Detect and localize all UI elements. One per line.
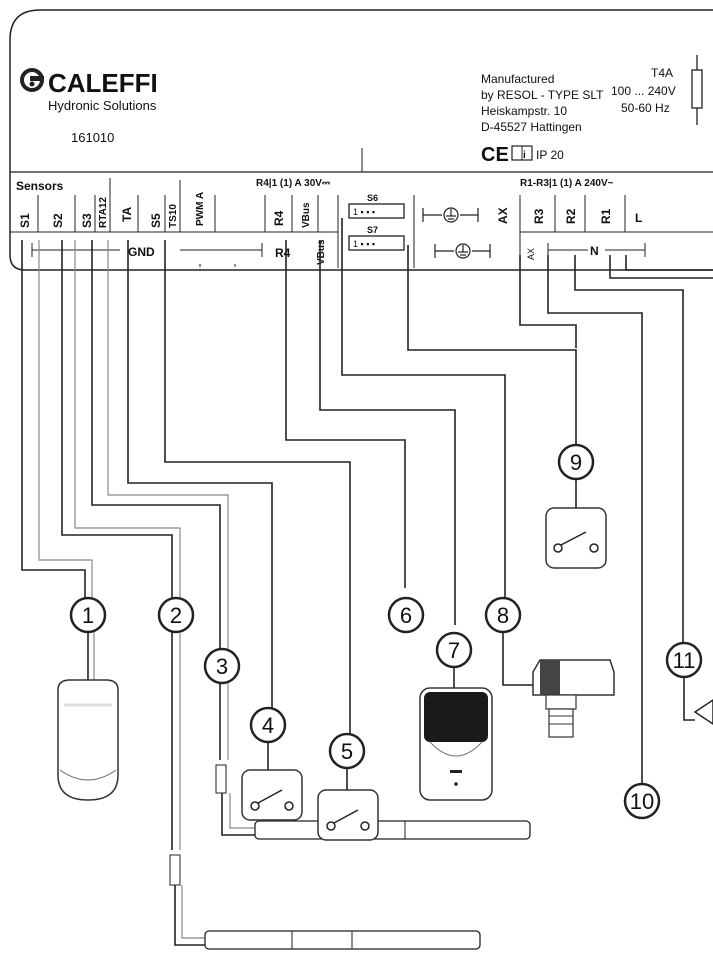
terminal-vbus-lower: VBus xyxy=(316,239,327,265)
fuse-symbol-icon xyxy=(691,55,703,125)
callout-4-label: 4 xyxy=(262,713,274,738)
terminal-pwma: PWM A xyxy=(195,192,206,226)
switch-9-icon xyxy=(545,507,607,569)
manufacturer-line-2: by RESOL - TYPE SLT xyxy=(481,88,604,102)
ce-mark: CE xyxy=(481,144,509,166)
terminal-ax: AX xyxy=(496,207,510,224)
callout-7: 7 xyxy=(435,631,473,669)
manufacturer-line-4: D-45527 Hattingen xyxy=(481,120,582,134)
callout-3: 3 xyxy=(203,647,241,685)
s7-connector xyxy=(348,235,405,251)
terminal-r4-lower: R4 xyxy=(275,246,291,260)
callout-5-label: 5 xyxy=(341,739,353,764)
manufacturer-line-3: Heiskampstr. 10 xyxy=(481,104,567,118)
callout-10-label: 10 xyxy=(630,789,654,814)
switch-5-icon xyxy=(317,789,379,841)
caleffi-logo-icon xyxy=(20,68,44,92)
callout-2-label: 2 xyxy=(170,603,182,628)
s6-connector-pins: 1 ▪ ▪ ▪ xyxy=(353,207,375,217)
controller-housing xyxy=(9,9,713,271)
remote-display-icon xyxy=(419,687,493,801)
callout-5: 5 xyxy=(328,732,366,770)
earth-symbol-top-icon xyxy=(422,207,479,223)
terminal-ax-lower: AX xyxy=(526,248,536,260)
r1r3-rating-header: R1-R3|1 (1) A 240V~ xyxy=(520,178,614,189)
callout-1-label: 1 xyxy=(82,603,94,628)
callout-7-label: 7 xyxy=(448,638,460,663)
terminal-rta12: RTA12 xyxy=(98,197,109,228)
ip-rating: IP 20 xyxy=(536,148,564,162)
fuse-frequency: 50-60 Hz xyxy=(621,101,670,115)
callout-8-label: 8 xyxy=(497,603,509,628)
neutral-label: N xyxy=(590,244,599,258)
sensors-header: Sensors xyxy=(16,179,64,193)
callout-2: 2 xyxy=(157,596,195,634)
callout-9-label: 9 xyxy=(570,450,582,475)
callout-6-label: 6 xyxy=(400,603,412,628)
callout-4: 4 xyxy=(249,706,287,744)
neutral-bus-bar xyxy=(547,243,646,257)
pump-symbol-icon xyxy=(693,699,713,725)
room-sensor-icon xyxy=(57,679,119,801)
s7-connector-pins: 1 ▪ ▪ ▪ xyxy=(353,239,375,249)
brand-name: CALEFFI xyxy=(48,68,158,98)
fuse-voltage: 100 ... 240V xyxy=(611,84,676,98)
sensor-bus-bar xyxy=(31,243,263,267)
switch-4-icon xyxy=(241,769,303,821)
terminal-ts10: TS10 xyxy=(168,204,179,228)
gnd-label: GND xyxy=(128,245,155,259)
terminal-l: L xyxy=(635,211,642,225)
terminal-s3: S3 xyxy=(80,213,94,228)
callout-1: 1 xyxy=(69,596,107,634)
manufacturer-line-1: Manufactured xyxy=(481,72,554,86)
callout-6: 6 xyxy=(387,596,425,634)
terminal-s6: S6 xyxy=(367,193,378,203)
callout-11-label: 11 xyxy=(673,648,696,673)
terminal-ta: TA xyxy=(120,207,134,222)
terminal-s5: S5 xyxy=(149,213,163,228)
terminal-r2: R2 xyxy=(564,208,578,224)
terminal-vbus: VBus xyxy=(301,202,312,228)
r4-rating-header: R4|1 (1) A 30V⎓ xyxy=(256,178,330,189)
wires xyxy=(21,218,713,785)
terminal-labels: S1 S2 S3 RTA12 TA S5 TS10 PWM A R4 VBus … xyxy=(18,192,642,228)
terminal-r4: R4 xyxy=(272,210,286,226)
fuse-rating: T4A xyxy=(651,66,673,80)
svg-text:i: i xyxy=(523,150,526,161)
immersion-sensor-2-icon xyxy=(169,632,481,950)
callout-10: 10 xyxy=(623,782,661,820)
earth-symbol-bottom-icon xyxy=(434,243,491,259)
terminal-r3: R3 xyxy=(532,208,546,224)
terminal-r1: R1 xyxy=(599,208,613,224)
callout-11: 11 xyxy=(665,641,703,679)
product-code: 161010 xyxy=(71,130,114,145)
terminal-s1: S1 xyxy=(18,213,32,228)
callout-8: 8 xyxy=(484,596,522,634)
brand-tagline: Hydronic Solutions xyxy=(48,98,157,113)
callout-9: 9 xyxy=(557,443,595,481)
s6-connector xyxy=(348,203,405,219)
callout-3-label: 3 xyxy=(216,654,228,679)
terminal-s7: S7 xyxy=(367,225,378,235)
actuator-valve-icon xyxy=(532,659,615,738)
manual-book-icon: i xyxy=(511,145,533,161)
terminal-s2: S2 xyxy=(51,213,65,228)
